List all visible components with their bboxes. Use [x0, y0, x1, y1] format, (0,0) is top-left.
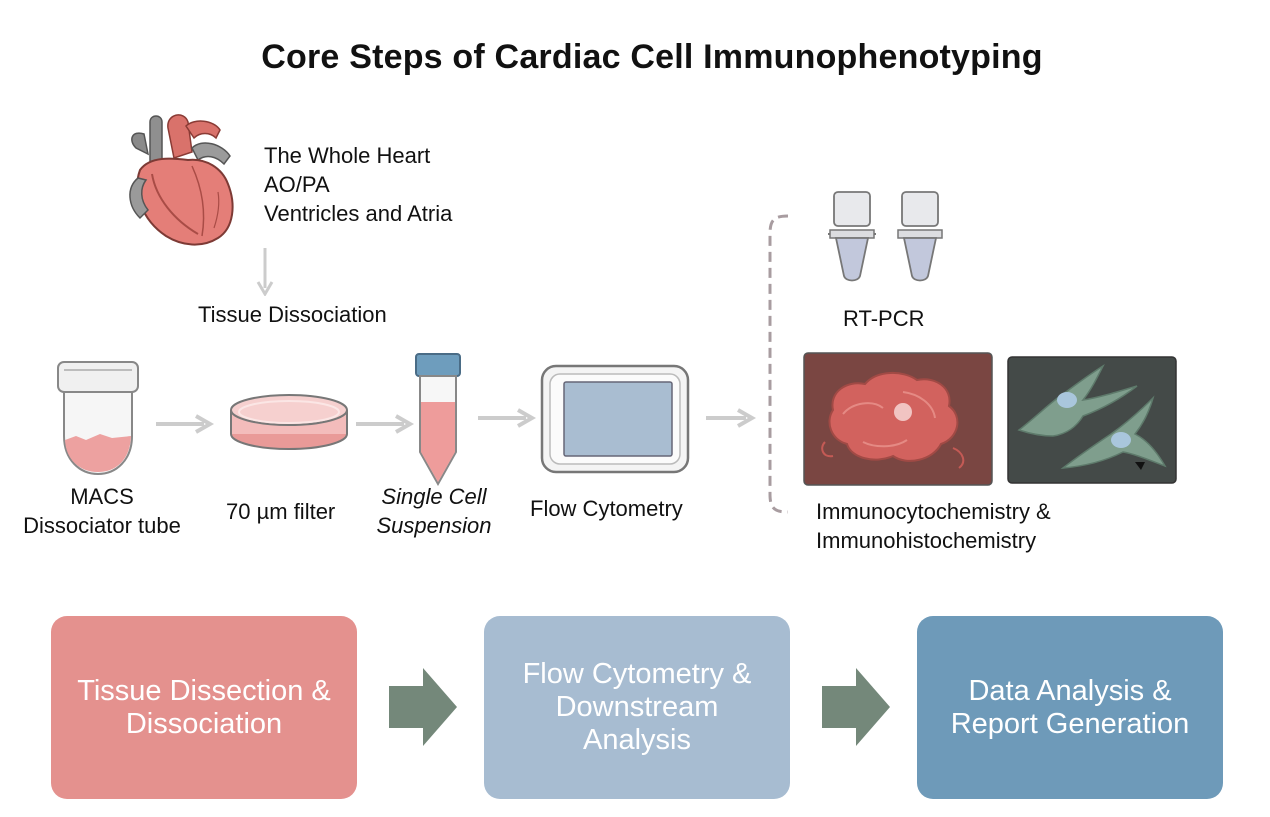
diagram-title: Core Steps of Cardiac Cell Immunophenoty… [261, 38, 1043, 76]
step2-line2: Downstream [555, 691, 719, 723]
step1-line1: Tissue Dissection & [77, 674, 331, 707]
petri-dish-icon [228, 390, 350, 452]
step3-line2: Report Generation [950, 707, 1190, 740]
tissue-section-image [803, 352, 993, 486]
heart-icon [122, 108, 247, 248]
single-cell-line2: Suspension [376, 513, 492, 538]
step2-line1: Flow Cytometry & [522, 658, 752, 690]
cell-image [1007, 356, 1177, 484]
step-arrow-1 [389, 668, 457, 746]
single-cell-line1: Single Cell [381, 484, 487, 509]
step-box-flow: Flow Cytometry & Downstream Analysis [484, 616, 790, 799]
flow-label: Flow Cytometry [530, 496, 683, 521]
step-arrow-2 [822, 668, 890, 746]
single-cell-label: Single Cell Suspension [366, 482, 502, 540]
macs-tube-icon [56, 360, 140, 478]
heart-label-whole: The Whole Heart [264, 143, 431, 168]
macs-label-line1: MACS [70, 484, 134, 509]
arrow-suspension-to-flow [478, 408, 536, 428]
macs-label-line2: Dissociator tube [23, 513, 181, 538]
step2-line3: Analysis [582, 724, 691, 756]
arrow-flow-to-downstream [706, 408, 756, 428]
step3-line1: Data Analysis & [968, 674, 1172, 707]
flow-cytometer-icon [540, 364, 690, 474]
pcr-tube-icon [826, 188, 878, 284]
step-box-dissection: Tissue Dissection & Dissociation [51, 616, 357, 799]
step1-line2: Dissociation [125, 707, 283, 740]
pcr-tube-icon-2 [894, 188, 946, 284]
macs-label: MACS Dissociator tube [16, 482, 188, 540]
heart-label-ventricles: Ventricles and Atria [264, 201, 453, 226]
step-box-data: Data Analysis & Report Generation [917, 616, 1223, 799]
heart-label-aopa: AO/PA [264, 172, 330, 197]
conical-tube-icon [412, 352, 464, 486]
down-arrow-icon [255, 248, 275, 296]
dashed-bracket [764, 212, 794, 516]
immuno-label-line1: Immunocytochemistry & [816, 499, 1051, 524]
arrow-macs-to-filter [156, 414, 214, 434]
immuno-label: Immunocytochemistry & Immunohistochemist… [816, 497, 1051, 555]
arrow-filter-to-suspension [356, 414, 414, 434]
rtpcr-label: RT-PCR [843, 306, 925, 331]
filter-label: 70 µm filter [226, 499, 336, 524]
tissue-dissociation-label: Tissue Dissociation [198, 302, 387, 327]
immuno-label-line2: Immunohistochemistry [816, 528, 1037, 553]
